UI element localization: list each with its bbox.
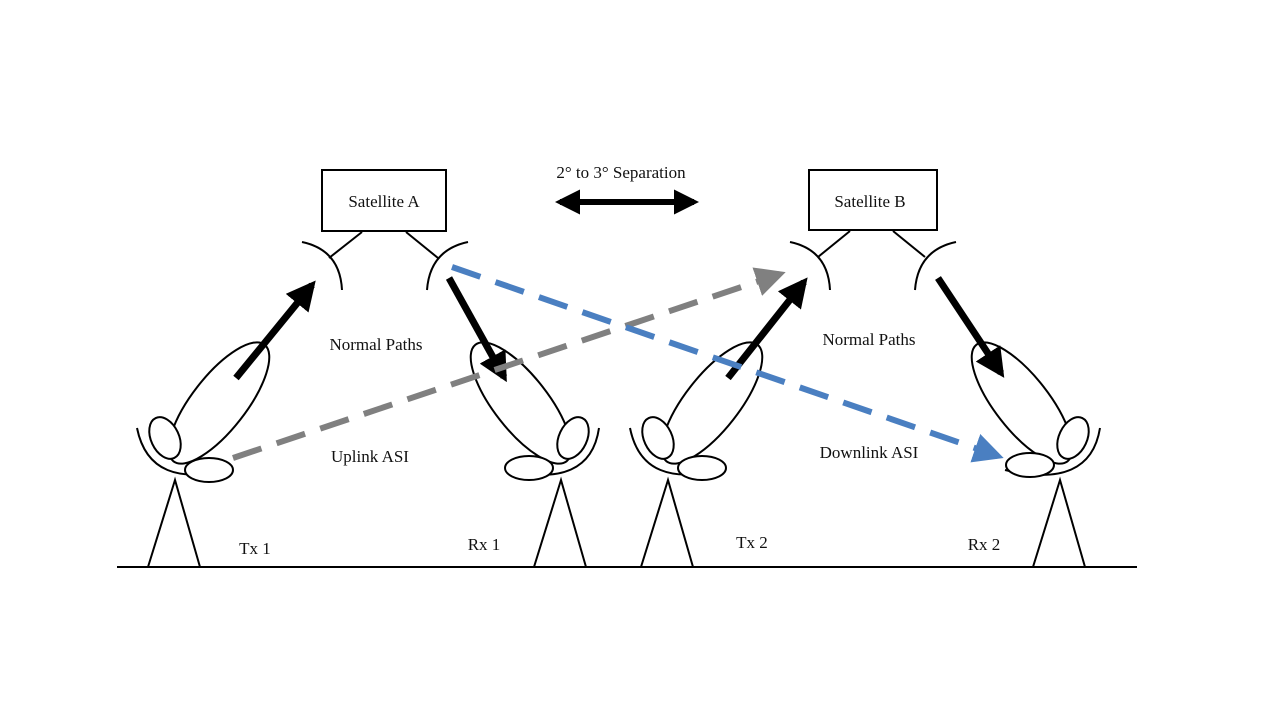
normal-paths-label-right: Normal Paths [822,330,915,349]
satellite-b-right-boom [892,230,926,258]
satellite-a-box [321,169,447,232]
normal-downlink-rx1-arrow [445,276,508,383]
rx2-dish-bump [1056,416,1090,460]
downlink-asi-arrow [451,264,1004,463]
rx1-stand [532,476,588,568]
tx1-stand [146,476,202,568]
rx1-label: Rx 1 [468,535,501,554]
satellite-a-right-antenna [426,241,469,291]
satellite-b-left-antenna [789,241,831,291]
tx2-dish [629,341,764,568]
satellite-b-box [808,169,938,231]
tx2-stand [639,476,695,568]
tx1-feed [184,457,234,483]
satellite-a-right-boom [405,231,439,259]
satellite-b-right-antenna [914,241,957,291]
rx2-stand [1031,476,1087,568]
rx2-feed [1005,452,1055,478]
satellite-a: Satellite A [301,169,469,291]
rx1-feed [504,455,554,481]
tx2-label: Tx 2 [736,533,768,552]
satellite-a-left-boom [328,231,363,259]
normal-downlink-rx2-arrow [935,276,1005,378]
normal-uplink-tx2-arrow [725,277,808,381]
normal-uplink-tx1-arrow [233,280,316,381]
uplink-asi-label: Uplink ASI [331,447,409,466]
tx1-dish-bump [148,416,182,460]
satellite-a-label: Satellite A [348,192,420,211]
rx2-label: Rx 2 [968,535,1001,554]
rx1-dish-bump [556,416,590,460]
tx1-dish [136,341,271,568]
normal-paths-label-left: Normal Paths [329,335,422,354]
tx1-label: Tx 1 [239,539,271,558]
satellite-a-left-antenna [301,241,343,291]
tx2-feed [677,455,727,481]
satellite-b-label: Satellite B [834,192,905,211]
tx2-dish-bump [641,416,675,460]
uplink-asi-arrow [232,267,786,461]
downlink-asi-label: Downlink ASI [820,443,919,462]
separation-label: 2° to 3° Separation [556,163,686,182]
rx1-dish [469,341,600,568]
satellite-b: Satellite B [789,169,957,291]
satellite-b-left-boom [817,230,851,258]
